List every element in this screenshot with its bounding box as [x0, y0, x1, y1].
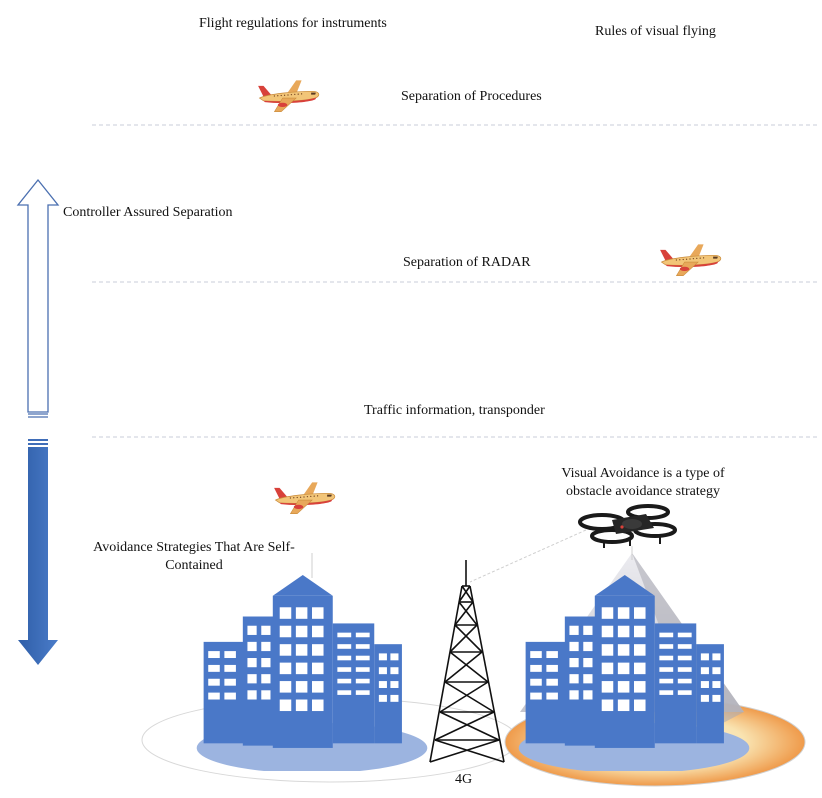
- ifr-label: Flight regulations for instruments: [199, 16, 387, 31]
- visual-avoidance-line2: obstacle avoidance strategy: [566, 484, 720, 499]
- tower-4g-label: 4G: [455, 772, 473, 787]
- city-right-building-icon: [518, 575, 750, 771]
- visual-avoidance-line1: Visual Avoidance is a type of: [561, 466, 725, 481]
- procedural-separation-label: Separation of Procedures: [401, 89, 542, 104]
- airplane-icon: [273, 482, 336, 515]
- airplane-icon: [257, 80, 320, 113]
- controller-separation-arrow-up-icon: [16, 178, 60, 418]
- self-contained-line1: Avoidance Strategies That Are Self-: [93, 540, 295, 555]
- self-contained-label: Avoidance Strategies That Are Self- Cont…: [58, 539, 330, 575]
- visual-avoidance-label: Visual Avoidance is a type of obstacle a…: [533, 465, 753, 501]
- vfr-label: Rules of visual flying: [595, 24, 716, 39]
- drone-icon: [578, 504, 677, 548]
- drone-link-line: [469, 529, 587, 583]
- city-left-building-icon: [196, 575, 428, 771]
- traffic-information-label: Traffic information, transponder: [364, 403, 545, 418]
- controller-assured-label: Controller Assured Separation: [63, 205, 233, 220]
- radar-separation-label: Separation of RADAR: [403, 255, 531, 270]
- cell-tower-icon: [429, 560, 505, 763]
- self-contained-arrow-down-icon: [18, 439, 58, 665]
- airplane-icon: [659, 244, 722, 277]
- self-contained-line2: Contained: [165, 558, 223, 573]
